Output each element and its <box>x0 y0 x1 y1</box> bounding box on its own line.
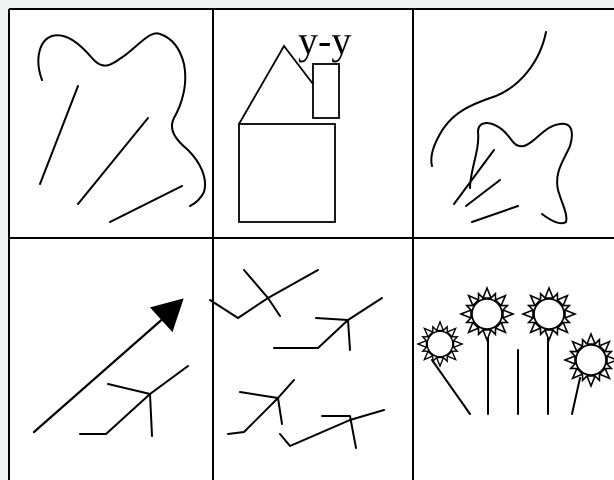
flower-center <box>461 288 513 340</box>
flower-right <box>523 288 575 340</box>
grid-background <box>9 9 614 480</box>
label-yy: y-y <box>298 18 351 63</box>
chimney <box>313 64 339 118</box>
house-body <box>239 124 335 222</box>
flower-left <box>418 322 462 366</box>
